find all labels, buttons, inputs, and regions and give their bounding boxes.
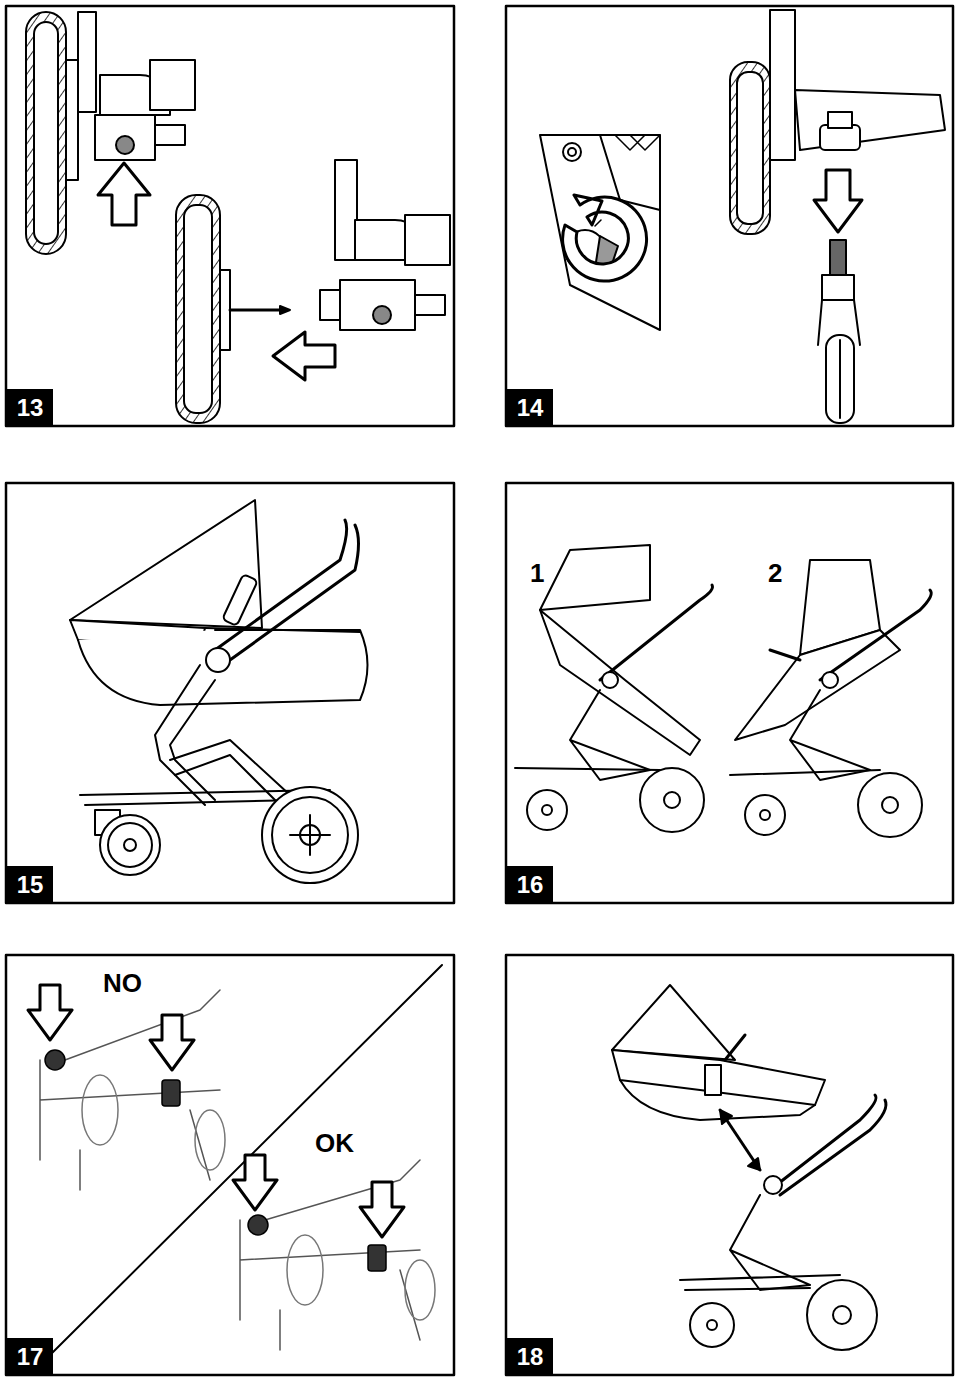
callout-text: OK [315,1130,354,1156]
pram-figure [70,500,368,883]
callout-text: 1 [530,560,544,586]
step-number: 16 [507,866,553,903]
callout-text: 2 [768,560,782,586]
swivel-wheel-figure [540,10,945,423]
step-number: 15 [7,866,53,903]
step-number: 14 [507,389,553,426]
seat-positions-figure [515,545,931,837]
step-number: 18 [507,1338,553,1375]
step-number: 13 [7,389,53,426]
callout-text: NO [103,970,142,996]
panel-frames [6,6,953,1375]
lock-check-figure [28,985,435,1350]
carrycot-attach-figure [612,985,886,1350]
wheel-attach-figure [26,12,450,423]
step-number: 17 [7,1338,53,1375]
